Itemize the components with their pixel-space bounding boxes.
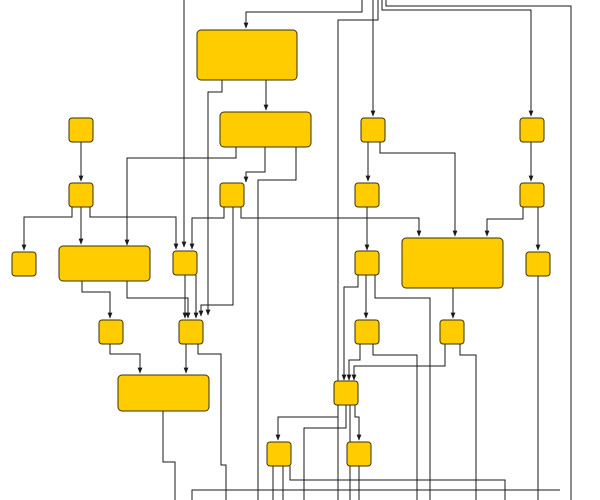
edge [21,207,73,251]
nodes [11,29,551,467]
edge [198,207,234,317]
edge [275,405,339,441]
edge [89,207,179,250]
diagram-node[interactable] [519,182,545,208]
edge [351,344,446,381]
edge [346,344,361,381]
diagram-node[interactable] [354,319,380,345]
diagram-node[interactable] [525,251,551,277]
diagram-node[interactable] [196,29,298,81]
diagram-node[interactable] [360,117,386,143]
edge [341,275,359,381]
edge [289,466,506,500]
edge [240,207,420,236]
edges [21,0,572,500]
diagram-node[interactable] [68,182,94,208]
edge [354,405,362,441]
diagram-node[interactable] [11,251,37,277]
diagram-node[interactable] [178,319,204,345]
diagram-node[interactable] [172,250,198,276]
edge [124,147,237,246]
edge [109,344,143,374]
edge [381,0,534,117]
diagram-node[interactable] [519,117,545,143]
edge [372,344,418,500]
edge [189,207,225,250]
edge [459,344,477,500]
edge [243,0,363,29]
diagram-node[interactable] [333,380,359,406]
edge [81,281,113,319]
edge [197,344,227,500]
diagram-node[interactable] [117,374,210,412]
edge [374,275,431,500]
diagram-node[interactable] [401,237,504,289]
edge [257,147,297,500]
edge [243,147,266,183]
edge [303,405,347,500]
diagram-node[interactable] [266,441,292,467]
diagram-node[interactable] [68,117,94,143]
diagram-node[interactable] [219,182,245,208]
edge [337,0,379,500]
diagram-node[interactable] [98,319,124,345]
edge [385,0,572,500]
edge [191,489,560,500]
edge [162,411,176,500]
edge [484,207,524,237]
edge [205,80,223,316]
edge [379,141,458,237]
diagram-node[interactable] [354,182,380,208]
diagram-node[interactable] [219,111,312,148]
diagram-node[interactable] [58,245,151,282]
diagram-node[interactable] [439,319,465,345]
diagram-node[interactable] [346,441,372,467]
diagram-node[interactable] [354,250,380,276]
edge [126,281,191,319]
